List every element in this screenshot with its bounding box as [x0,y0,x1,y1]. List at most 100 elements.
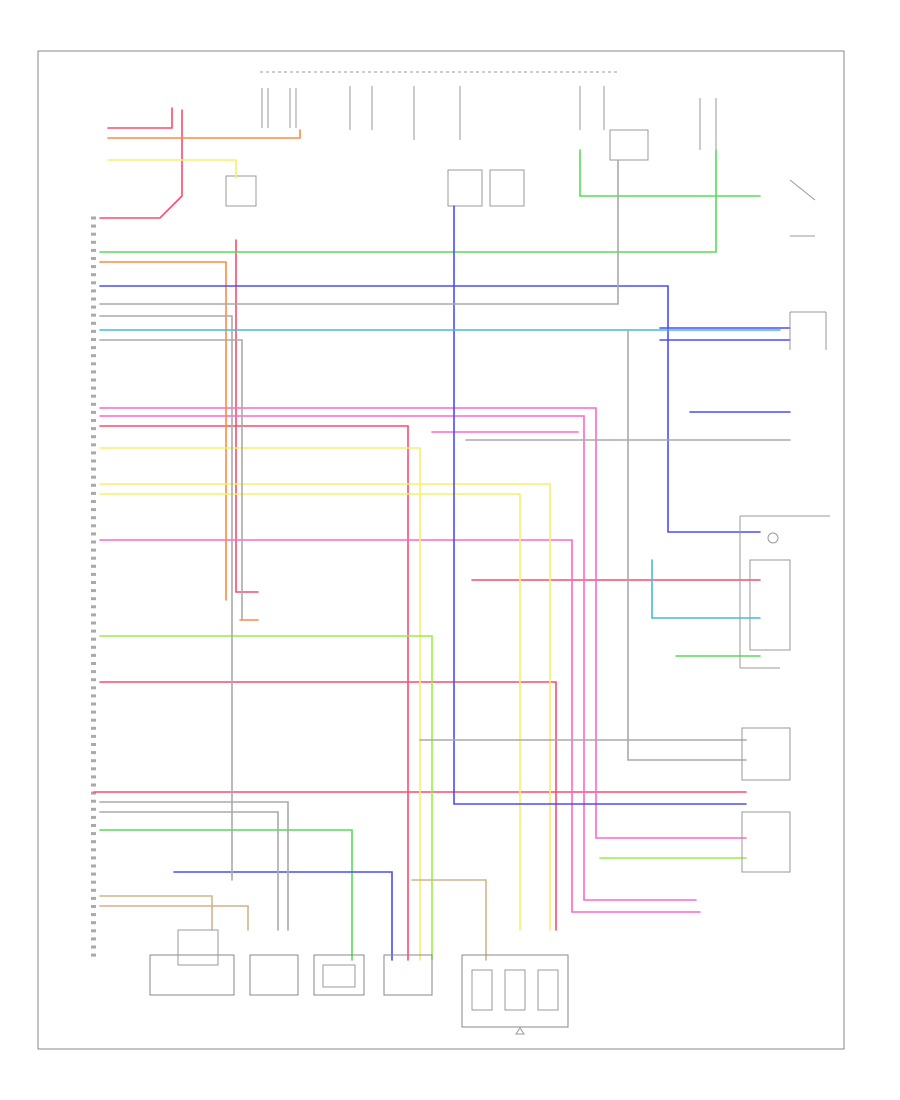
diagram-border [37,50,845,1050]
wire-yellow [99,493,521,931]
ecm-pin [91,718,96,722]
ecm-pin [91,662,96,665]
ecm-pin [91,581,96,584]
wire-gray [99,339,243,621]
ecm-pin [91,937,96,941]
ecm-pin [91,945,96,949]
ecm-pin [91,864,96,868]
ecm-pin [91,516,96,520]
wire-blue [173,871,393,961]
ecm-pin [91,694,96,698]
ecm-pin [91,670,96,674]
ecm-pin [91,564,96,568]
ecm-pin [91,597,96,601]
wire-gray [99,801,289,931]
wire-gray [99,811,279,931]
wire-green [99,149,717,253]
ecm-pin [91,313,96,317]
ecm-pin [91,775,96,779]
ecm-pin [91,354,96,358]
wire-tan [99,895,213,931]
ecm-pin [91,451,96,455]
wire-red [107,107,173,129]
wire-green [579,149,761,197]
wire-orange [99,261,227,601]
ecm-pin [91,629,96,633]
ecm-pin [91,832,96,836]
ecm-pin [91,410,96,414]
ecm-pin [91,394,96,398]
wire-gray [99,159,619,305]
ecm-pin [91,305,96,309]
top-fuse-blocks [225,71,717,207]
wire-green [99,829,353,961]
ecm-pin [91,605,96,609]
wire-gray [99,315,233,881]
ecm-pin [91,346,96,350]
ecm-pin [91,840,96,844]
ecm-connector-pins [91,216,96,957]
ecm-pin [91,589,96,593]
ecm-pin [91,734,96,738]
ecm-pin [91,232,96,236]
ecm-pin [91,248,96,252]
sensor-box-5 [461,954,569,1028]
ecm-pin [91,621,96,625]
ecm-pin [91,791,96,795]
ecm-pin [91,289,96,293]
wire-tan [99,905,249,931]
ecm-pin [91,751,96,755]
wire-red [99,425,409,961]
wire-blue [453,205,747,805]
ecm-pin [91,532,96,536]
ecm-pin [91,686,96,690]
wire-pink [99,539,701,913]
ecm-pin [91,743,96,746]
ecm-pin [91,321,96,325]
wire-blue [99,285,761,533]
ecm-pin [91,637,96,641]
wire-orange [107,129,301,139]
ecm-pin [91,419,96,422]
ecm-pin [91,338,96,341]
ecm-pin [91,824,96,827]
ecm-pin [91,913,96,917]
ecm-pin [91,386,96,390]
ecm-pin [91,848,96,852]
ecm-pin [91,540,96,544]
ecm-pin [91,953,96,957]
ecm-pin [91,872,96,876]
wire-harness [93,107,791,961]
ecm-pin [91,921,96,925]
wire-red [235,239,259,593]
ecm-pin [91,799,96,803]
ecm-pin [91,224,96,228]
ecm-pin [91,556,96,560]
ecm-pin [91,726,96,730]
ecm-pin [91,613,96,617]
ecm-pin [91,678,96,682]
ecm-pin [91,759,96,763]
ecm-pin [91,508,96,512]
ecm-pin [91,905,96,908]
right-side-components [739,179,830,873]
ecm-pin [91,273,96,277]
ecm-pin [91,856,96,860]
wire-red [99,681,557,931]
ecm-pin [91,653,96,657]
throttle-sensor-box [149,954,235,996]
wire-yellow [99,447,421,961]
bottom-sensors [149,929,569,1035]
ecm-pin [91,896,96,900]
ecm-pin [91,329,96,333]
ecm-pin [91,524,96,528]
ecm-pin [91,459,96,463]
wire-yellow [99,483,551,931]
sensor-box-2 [249,954,299,996]
ecm-pin [91,491,96,495]
ecm-pin [91,767,96,771]
ecm-pin [91,370,96,374]
sensor-box-4 [383,954,433,996]
wire-cyan [651,559,761,619]
ecm-pin [91,467,96,471]
